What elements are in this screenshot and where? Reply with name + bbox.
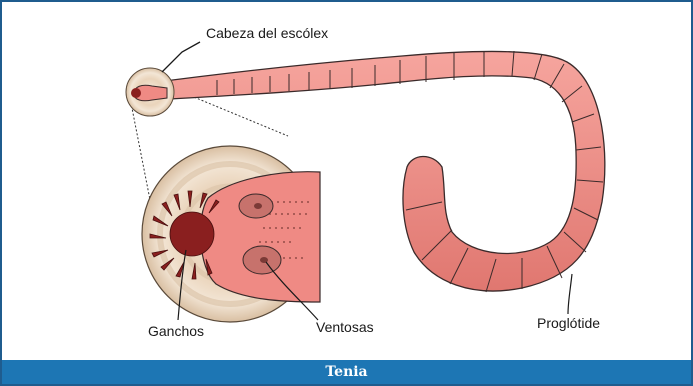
caption-title: Tenia bbox=[325, 364, 367, 380]
sucker-upper-center bbox=[254, 203, 262, 209]
label-hooks: Ganchos bbox=[148, 323, 204, 339]
head-leader-line bbox=[162, 42, 200, 72]
scolex-large-body bbox=[200, 172, 320, 302]
caption-bar: Tenia bbox=[2, 360, 691, 384]
hooks-small bbox=[131, 88, 141, 98]
label-segment: Proglótide bbox=[537, 315, 600, 331]
label-suckers: Ventosas bbox=[316, 319, 374, 335]
label-head: Cabeza del escólex bbox=[206, 25, 328, 41]
tapeworm-illustration: Cabeza del escólex Ganchos Ventosas Prog… bbox=[2, 2, 691, 360]
segment-leader-line bbox=[568, 274, 572, 314]
